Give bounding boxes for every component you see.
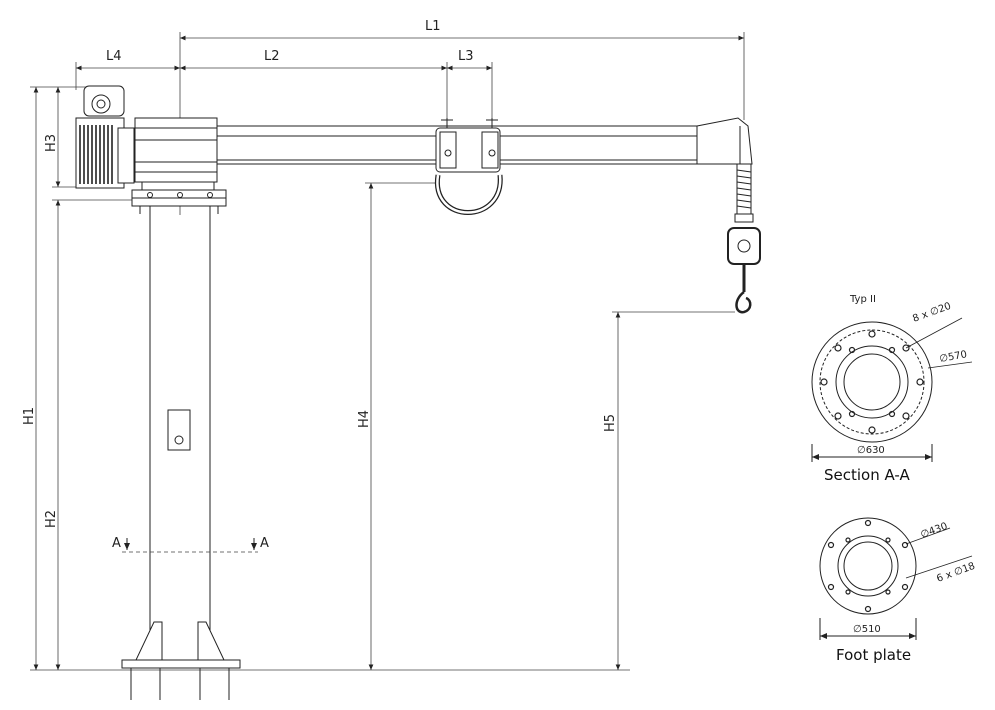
foot-outer-diameter-label: ∅510 bbox=[853, 624, 881, 635]
dim-label-l3: L3 bbox=[458, 49, 474, 64]
dim-label-h4: H4 bbox=[357, 410, 372, 428]
section-marker-left: A bbox=[112, 536, 121, 551]
jib-arm bbox=[216, 117, 753, 173]
column bbox=[121, 206, 241, 700]
section-type-label: Typ II bbox=[849, 294, 876, 305]
dim-label-l1: L1 bbox=[425, 19, 441, 34]
dim-label-h5: H5 bbox=[603, 414, 618, 432]
foot-bolt-circle-label: ∅430 bbox=[919, 521, 949, 541]
section-caption: Section A-A bbox=[824, 466, 911, 484]
dim-label-h1: H1 bbox=[22, 407, 37, 425]
foot-plate-caption: Foot plate bbox=[836, 646, 911, 664]
section-bolt-circle-label: ∅570 bbox=[939, 349, 968, 365]
slewing-head bbox=[131, 117, 227, 214]
foot-plate-view bbox=[819, 517, 973, 640]
dimension-lines bbox=[30, 32, 745, 671]
dim-label-l2: L2 bbox=[264, 49, 280, 64]
cable-loop bbox=[434, 174, 503, 215]
section-cut-line bbox=[122, 538, 258, 553]
drive-motor bbox=[75, 85, 135, 189]
section-outer-diameter-label: ∅630 bbox=[857, 445, 885, 456]
hoist-assembly bbox=[727, 163, 761, 314]
foot-holes-label: 6 x ∅18 bbox=[935, 561, 976, 585]
dim-label-l4: L4 bbox=[106, 49, 122, 64]
section-holes-label: 8 x ∅20 bbox=[911, 301, 952, 325]
dim-label-h3: H3 bbox=[44, 134, 59, 152]
dim-label-h2: H2 bbox=[44, 510, 59, 528]
section-marker-right: A bbox=[260, 536, 269, 551]
section-a-a-view bbox=[811, 317, 973, 462]
